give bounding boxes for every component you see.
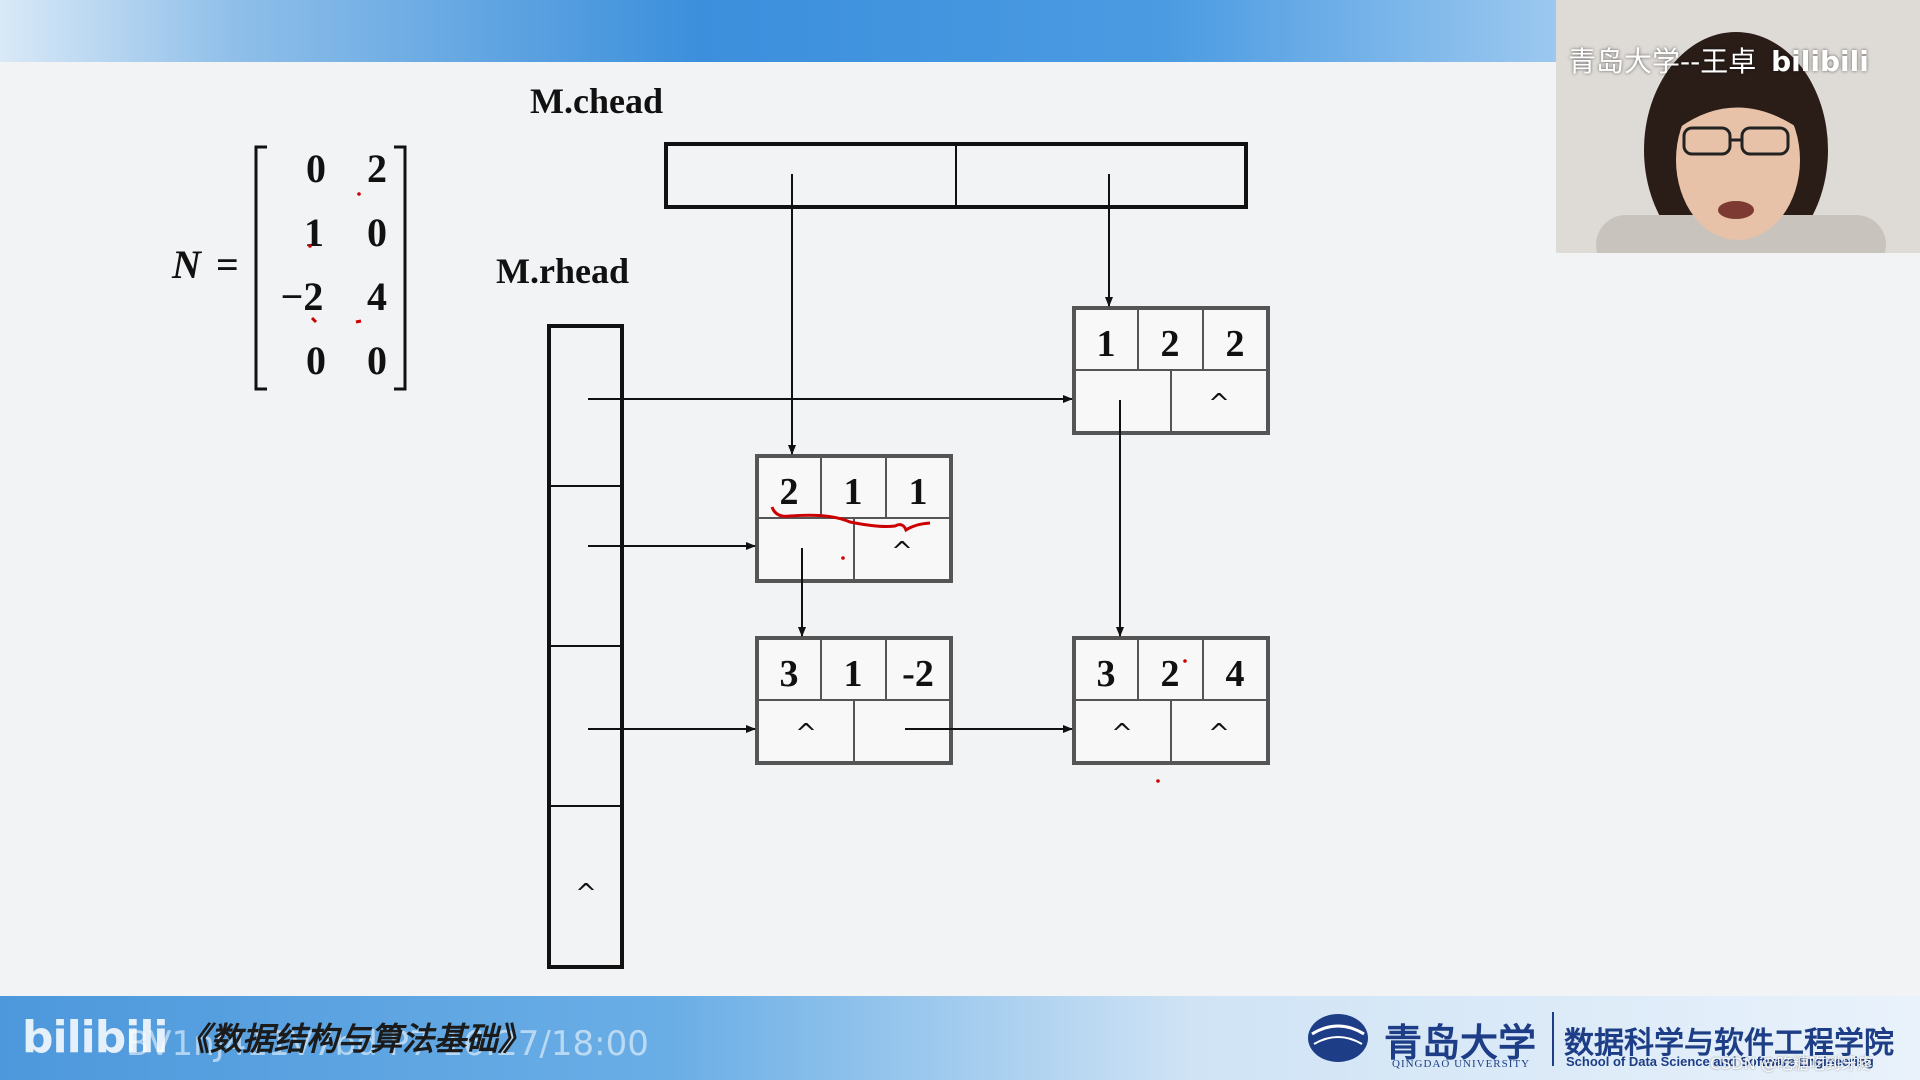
null-symbol: ^ [575,879,597,909]
node-col: 2 [1161,323,1180,365]
rhead-array: ^ [547,324,624,969]
node-row: 2 [780,471,799,513]
node-row: 1 [1097,323,1116,365]
node-value: 1 [909,471,928,513]
matrix-cell: 0 [367,338,387,383]
rhead-label: M.rhead [496,251,629,291]
matrix-cell: 0 [306,146,326,191]
node-value: -2 [902,653,934,695]
matrix-cell: −2 [281,274,324,319]
matrix-cell: 0 [306,338,326,383]
annotation-dot [357,192,361,196]
node-row: 3 [780,653,799,695]
university-emblem-icon [1308,1014,1368,1062]
university-name: 青岛大学 [1384,1020,1537,1065]
webcam-caption: 青岛大学--王卓 bilibili [1568,40,1869,80]
right-bracket [394,145,407,391]
matrix-cell: 1 [304,210,324,255]
node-col: 1 [844,653,863,695]
red-underline-annotation [770,506,931,533]
matrix-cell: 4 [367,274,387,319]
school-name: 数据科学与软件工程学院 [1564,1026,1894,1061]
annotation-dot [1156,779,1160,783]
caption-text: 青岛大学--王卓 [1568,45,1757,78]
node-2-1-1: 2 1 1 ^ [755,454,953,583]
annotation-dot [1183,659,1187,663]
node-1-2-2: 1 2 2 ^ [1072,306,1270,435]
null-symbol: ^ [795,719,817,749]
chead-label: M.chead [530,81,663,121]
webcam-bilibili-logo: bilibili [1771,45,1869,78]
bilibili-logo: bilibili [22,1012,168,1063]
annotation-mark [355,319,362,324]
footer-divider [1552,1012,1554,1066]
csdn-watermark: CSDN @吃糖吃到牙疼 [1710,1054,1873,1073]
null-symbol: ^ [891,537,913,567]
matrix-n: N = 0 2 1 0 −2 4 0 0 [171,145,407,391]
node-col: 2 [1161,653,1180,695]
matrix-name: N [171,242,203,287]
course-title: 《数据结构与算法基础》 [178,1020,531,1058]
node-value: 4 [1226,653,1245,695]
presenter-webcam: 青岛大学--王卓 bilibili [1556,0,1920,253]
null-symbol: ^ [1208,389,1230,419]
matrix-cell: 2 [367,146,387,191]
university-subtitle: QINGDAO UNIVERSITY [1392,1058,1531,1070]
node-3-1-neg2: 3 1 -2 ^ [755,636,953,765]
bv-code-watermark: BV1nJ411V7bd P7 16:27/18:00 [126,1024,649,1064]
chead-array [664,142,1248,209]
school-subtitle: School of Data Science and Software Engi… [1566,1054,1874,1069]
pointer-arrows [588,174,1124,733]
null-symbol: ^ [1208,719,1230,749]
presenter-image [1556,0,1920,253]
annotation-dot [841,556,845,560]
node-3-2-4: 3 2 4 ^ ^ [1072,636,1270,783]
annotation-dot [308,244,312,248]
equals-sign: = [216,242,239,287]
node-value: 2 [1226,323,1245,365]
matrix-cell: 0 [367,210,387,255]
null-symbol: ^ [1111,719,1133,749]
left-bracket [254,145,267,391]
annotation-mark [310,316,318,324]
video-bottom-bar [0,996,1920,1080]
node-row: 3 [1097,653,1116,695]
video-top-bar [0,0,1556,62]
node-col: 1 [844,471,863,513]
